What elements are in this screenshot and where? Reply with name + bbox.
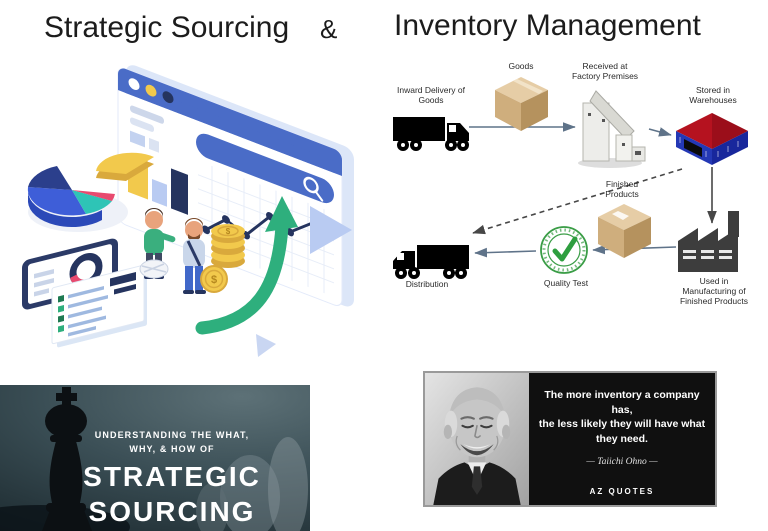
flow-label-distribution: Distribution — [405, 279, 449, 289]
quote-line-3: they need. — [596, 433, 648, 446]
warehouse-icon — [676, 113, 748, 165]
slide-title-ampersand: & — [320, 14, 338, 44]
inventory-flow-icons — [393, 77, 748, 279]
finished-products-box-icon — [598, 204, 651, 258]
cap-icon — [139, 259, 169, 279]
inventory-flow-diagram: Inward Delivery of Goods Goods Received … — [385, 57, 768, 332]
banner-kicker-line1: UNDERSTANDING THE WHAT, — [94, 430, 250, 440]
quote-text-panel: The more inventory a company has, the le… — [529, 373, 715, 505]
strategic-sourcing-banner: UNDERSTANDING THE WHAT, WHY, & HOW OF ST… — [0, 385, 310, 531]
factory-premises-icon — [578, 90, 646, 168]
dollar-symbol: $ — [226, 227, 231, 236]
flow-label-inward-delivery: Inward Delivery of Goods — [396, 85, 466, 106]
triangle-accent — [310, 206, 352, 254]
taiichi-ohno-portrait — [425, 373, 529, 505]
dollar-symbol: $ — [211, 274, 217, 286]
quote-attribution: — Taiichi Ohno — — [586, 456, 658, 467]
distribution-truck-icon — [393, 245, 469, 279]
checklist-icon — [51, 264, 147, 348]
strategic-sourcing-illustration: $ $ — [22, 65, 354, 357]
quote-line-1: The more inventory a company has, — [544, 389, 700, 416]
flow-label-stored-in-warehouses: Stored in Warehouses — [689, 85, 737, 106]
pie-chart-icon — [27, 152, 154, 232]
quality-stamp-icon — [540, 226, 588, 274]
growth-arrow-icon — [195, 196, 298, 335]
triangle-accent-small — [256, 334, 276, 357]
delivery-truck-icon — [393, 117, 469, 151]
flow-label-used-in-manufacturing: Used in Manufacturing of Finished Produc… — [679, 276, 749, 307]
flow-label-finished-products: Finished Products — [605, 179, 639, 200]
slide-title-right: Inventory Management — [394, 9, 701, 42]
goods-box-icon — [495, 77, 548, 131]
manufacturing-factory-icon — [678, 211, 739, 272]
search-icon — [303, 176, 324, 202]
banner-text: UNDERSTANDING THE WHAT, WHY, & HOW OF ST… — [52, 429, 292, 526]
banner-kicker-line2: WHY, & HOW OF — [129, 443, 215, 454]
chess-king-icon — [42, 387, 92, 531]
chess-scene — [0, 387, 308, 531]
banner-headline-line1: STRATEGIC — [83, 461, 261, 492]
quote-card: The more inventory a company has, the le… — [423, 371, 717, 507]
banner-headline-line2: SOURCING — [88, 496, 256, 527]
slide-title-left: Strategic Sourcing — [44, 11, 290, 44]
flow-label-quality-test: Quality Test — [543, 278, 589, 288]
flow-label-received-at-factory: Received at Factory Premises — [571, 61, 639, 82]
azquotes-logo: AZ QUOTES — [589, 487, 655, 496]
flow-label-goods: Goods — [508, 61, 534, 71]
person-blue-shirt — [183, 218, 206, 294]
quote-line-2: the less likely they will have what — [538, 418, 706, 431]
coins-icon: $ $ — [200, 224, 245, 293]
